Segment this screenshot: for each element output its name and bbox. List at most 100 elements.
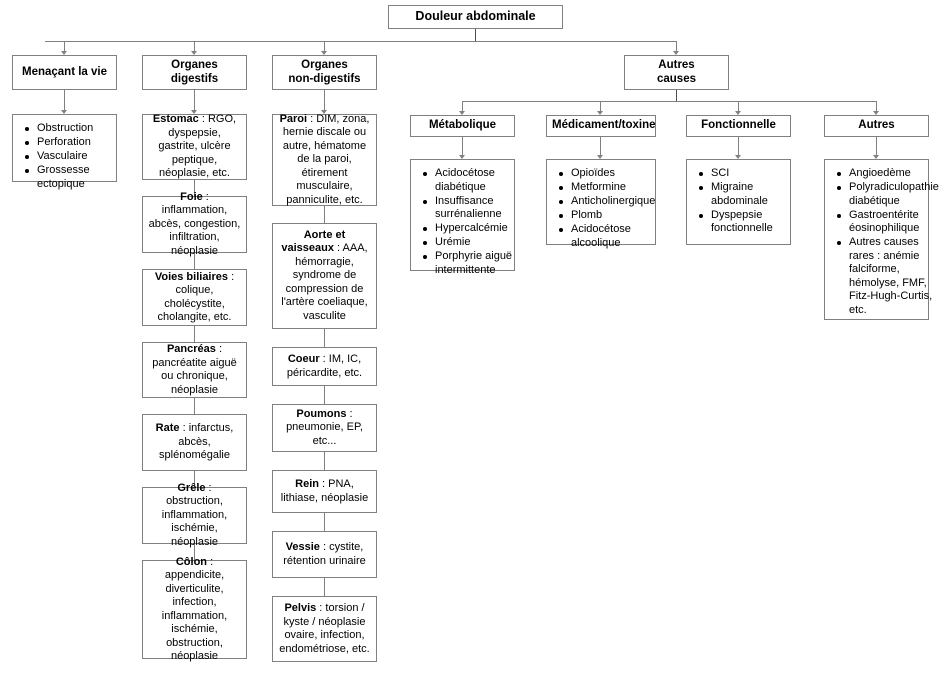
arrow-fonctionnelle	[735, 111, 741, 115]
connector-drop-non-digestifs	[324, 41, 325, 51]
arrow-autres-causes	[673, 51, 679, 55]
connector-root-stem	[475, 29, 476, 41]
node-nondigestif-rein[interactable]: Rein : PNA, lithiase, néoplasie	[272, 470, 377, 513]
sep: :	[333, 242, 343, 255]
list-item: Gastroentérite éosinophilique	[837, 209, 938, 236]
connector-nondigestifs-3	[324, 386, 325, 404]
node-menacant-la-vie-list[interactable]: Obstruction Perforation Vasculaire Gross…	[12, 114, 117, 190]
digestif-foie-detail: inflammation, abcès, congestion, infiltr…	[148, 204, 241, 257]
node-metabolique-header[interactable]: Métabolique	[410, 115, 515, 137]
node-medicament-toxine-header[interactable]: Médicament/toxine	[546, 115, 656, 137]
list-item: Polyradiculopathie diabétique	[837, 181, 939, 207]
node-root-label: Douleur abdominale	[415, 9, 536, 24]
node-digestif-estomac[interactable]: Estomac : RGO, dyspepsie, gastrite, ulcè…	[142, 113, 247, 180]
connector-nondigestifs-4	[324, 452, 325, 470]
node-root-douleur-abdominale[interactable]: Douleur abdominale	[388, 5, 563, 29]
list-item: Angioedème	[837, 167, 938, 181]
list-item: Acidocétose diabétique	[423, 167, 524, 194]
connector-nondigestifs-5	[324, 513, 325, 531]
list-item: Dyspepsie fonctionnelle	[699, 209, 800, 236]
digestif-colon-text: Côlon : appendicite, diverticulite, infe…	[148, 556, 241, 664]
node-digestif-pancreas[interactable]: Pancréas : pancréatite aiguë ou chroniqu…	[142, 342, 247, 398]
node-digestif-grele[interactable]: Grêle : obstruction, inflammation, isché…	[142, 482, 247, 548]
digestif-pancreas-text: Pancréas : pancréatite aiguë ou chroniqu…	[148, 343, 241, 397]
node-metabolique-list[interactable]: Acidocétose diabétique Insuffisance surr…	[410, 159, 515, 276]
connector-menacant-to-list	[64, 90, 65, 112]
node-organes-non-digestifs-header[interactable]: Organes non-digestifs	[272, 55, 377, 90]
node-autres-header[interactable]: Autres	[824, 115, 929, 137]
connector-nondigestifs-0	[324, 90, 325, 112]
digestif-foie-text: Foie : inflammation, abcès, congestion, …	[148, 191, 241, 259]
fonctionnelle-items: SCI Migraine abdominale Dyspepsie foncti…	[695, 167, 800, 236]
nondigestif-coeur-term: Coeur	[287, 353, 320, 365]
digestif-pancreas-detail: pancréatite aiguë ou chronique, néoplasi…	[152, 356, 237, 396]
node-autres-causes-header[interactable]: Autres causes	[624, 55, 729, 90]
connector-nondigestifs-2	[324, 329, 325, 347]
arrow-medicament	[597, 111, 603, 115]
sep: :	[179, 422, 189, 435]
nondigestif-rein-text: Rein : PNA, lithiase, néoplasie	[278, 478, 371, 505]
node-digestif-colon[interactable]: Côlon : appendicite, diverticulite, infe…	[142, 556, 247, 662]
list-item: Vasculaire	[25, 150, 126, 164]
node-medicament-toxine-list[interactable]: Opioïdes Metformine Anticholinergique Pl…	[546, 159, 656, 249]
nondigestif-pelvis-term: Pelvis	[284, 602, 317, 614]
arrow-autres	[873, 111, 879, 115]
non-digestifs-header-line2: non-digestifs	[288, 72, 361, 85]
list-item: Metformine	[559, 181, 665, 195]
arrow-digestifs-0	[191, 110, 197, 114]
sep: :	[202, 190, 209, 203]
arrow-medicament-list	[597, 155, 603, 159]
arrow-metabolique-list	[459, 155, 465, 159]
nondigestif-paroi-term: Paroi	[279, 112, 308, 125]
connector-digestifs-2	[194, 253, 195, 269]
connector-drop-medicament	[600, 101, 601, 111]
node-fonctionnelle-list[interactable]: SCI Migraine abdominale Dyspepsie foncti…	[686, 159, 791, 245]
node-nondigestif-poumons[interactable]: Poumons : pneumonie, EP, etc...	[272, 404, 377, 452]
node-digestif-voies-biliaires[interactable]: Voies biliaires : colique, cholécystite,…	[142, 269, 247, 326]
node-autres-list[interactable]: Angioedème Polyradiculopathie diabétique…	[824, 159, 939, 320]
connector-drop-autres	[876, 101, 877, 111]
node-nondigestif-vessie[interactable]: Vessie : cystite, rétention urinaire	[272, 531, 377, 578]
digestif-rate-detail: infarctus, abcès, splénomégalie	[159, 422, 234, 462]
menacant-items: Obstruction Perforation Vasculaire Gross…	[21, 122, 126, 192]
digestif-voies-biliaires-detail: colique, cholécystite, cholangite, etc.	[157, 284, 232, 323]
connector-autres-causes-bus	[462, 101, 876, 102]
autres-causes-header-line1: Autres	[658, 59, 695, 71]
node-nondigestif-coeur[interactable]: Coeur : IM, IC, péricardite, etc.	[272, 347, 377, 386]
nondigestif-vessie-detail: cystite, rétention urinaire	[283, 541, 366, 567]
digestif-estomac-term: Estomac	[152, 113, 199, 126]
digestif-colon-term: Côlon	[175, 555, 208, 568]
connector-digestifs-3	[194, 326, 195, 342]
node-organes-digestifs-header[interactable]: Organes digestifs	[142, 55, 247, 90]
list-item: Opioïdes	[559, 167, 665, 181]
node-digestif-foie[interactable]: Foie : inflammation, abcès, congestion, …	[142, 191, 247, 257]
nondigestif-poumons-detail: pneumonie, EP, etc...	[286, 421, 363, 447]
nondigestif-rein-detail: PNA, lithiase, néoplasie	[280, 478, 369, 504]
arrow-menacant	[61, 51, 67, 55]
node-nondigestif-pelvis[interactable]: Pelvis : torsion / kyste / néoplasie ova…	[272, 596, 377, 662]
connector-drop-menacant	[64, 41, 65, 51]
digestif-rate-text: Rate : infarctus, abcès, splénomégalie	[148, 422, 241, 463]
nondigestif-aorte-term: Aorte et vaisseaux	[281, 228, 346, 255]
sep: :	[207, 555, 214, 568]
nondigestif-paroi-detail: DIM, zona, hernie discale ou autre, héma…	[282, 112, 370, 206]
connector-autres-causes-stem	[676, 90, 677, 101]
node-nondigestif-paroi[interactable]: Paroi : DIM, zona, hernie discale ou aut…	[272, 112, 377, 206]
connector-digestifs-4	[194, 398, 195, 414]
nondigestif-coeur-detail: IM, IC, péricardite, etc.	[286, 353, 363, 379]
node-fonctionnelle-header[interactable]: Fonctionnelle	[686, 115, 791, 137]
node-nondigestif-aorte-vaisseaux[interactable]: Aorte et vaisseaux : AAA, hémorragie, sy…	[272, 223, 377, 329]
nondigestif-poumons-text: Poumons : pneumonie, EP, etc...	[278, 408, 371, 449]
digestif-voies-biliaires-text: Voies biliaires : colique, cholécystite,…	[148, 271, 241, 325]
digestif-colon-detail: appendicite, diverticulite, infection, i…	[161, 569, 228, 662]
node-digestif-rate[interactable]: Rate : infarctus, abcès, splénomégalie	[142, 414, 247, 471]
list-item: Migraine abdominale	[699, 181, 800, 208]
digestif-grele-text: Grêle : obstruction, inflammation, isché…	[148, 482, 241, 550]
connector-digestifs-6	[194, 544, 195, 560]
node-menacant-la-vie-header[interactable]: Menaçant la vie	[12, 55, 117, 90]
nondigestif-pelvis-text: Pelvis : torsion / kyste / néoplasie ova…	[278, 602, 371, 656]
arrow-digestifs	[191, 51, 197, 55]
list-item: Insuffisance surrénalienne	[423, 195, 524, 222]
arrow-fonctionnelle-list	[735, 155, 741, 159]
